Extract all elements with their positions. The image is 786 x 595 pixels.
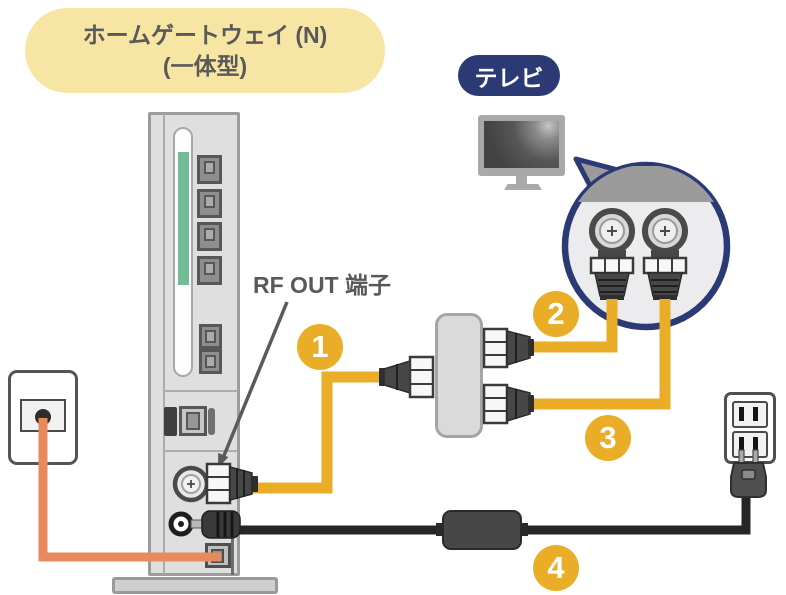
power-cable [238,494,751,535]
tv-label-pill: テレビ [458,55,560,96]
step-number: 3 [599,420,617,455]
coax-splitter-icon [435,313,483,438]
ac-adapter-icon [436,510,528,550]
outlet-socket-top [732,401,768,428]
tv-screen [484,121,559,168]
gateway-title-bubble: ホームゲートウェイ (N) (一体型) [25,8,385,93]
callout-tv-edge [565,166,727,202]
step-badge-2: 2 [533,291,579,337]
step-number: 2 [547,296,565,331]
gateway-mid-port-pin [186,412,200,430]
phone-port-2 [199,349,222,374]
gateway-divider-1 [165,390,238,392]
gateway-switch [164,407,177,436]
step-number: 4 [547,550,565,585]
outlet-slot [739,407,744,421]
lan-port-4 [197,256,222,285]
gateway-edge-line [163,114,165,574]
lan-port-3 [197,222,222,251]
outlet-slot [753,437,758,451]
tv-label: テレビ [474,64,544,91]
splitter-output-connector-bottom [482,383,534,425]
coax-connector-icon [642,208,688,335]
gateway-status-strip [178,152,189,285]
tv-stand-base [504,184,542,190]
tv-terminals-callout [561,156,731,335]
tv-stand-neck [516,176,527,184]
gateway-bottom-line [231,518,234,575]
gateway-divider-2 [165,450,238,452]
gateway-title-line1: ホームゲートウェイ (N) [82,21,328,48]
gateway-line-port-pin [211,549,224,563]
gateway-body [148,112,240,576]
wall-plate-jack-hole [35,409,51,425]
step-number: 1 [311,329,329,364]
coax-cable-1 [249,371,420,494]
gateway-stand [112,577,278,594]
gateway-title-line2: (一体型) [162,52,248,79]
splitter-input-connector [379,355,435,399]
lan-port-2 [197,189,222,218]
rf-out-label: RF OUT 端子 [253,272,391,298]
outlet-slot [753,407,758,421]
outlet-socket-bottom [732,431,768,458]
coax-connector-icon [589,208,635,335]
phone-port-1 [199,324,222,349]
outlet-slot [739,437,744,451]
step-badge-3: 3 [585,415,631,461]
splitter-output-connector-top [482,327,534,369]
step-badge-1: 1 [297,324,343,370]
callout-tail [573,156,659,227]
gateway-mid-bar [208,408,215,435]
lan-port-1 [197,155,222,184]
step-badge-4: 4 [533,545,579,591]
callout-circle [561,161,731,331]
